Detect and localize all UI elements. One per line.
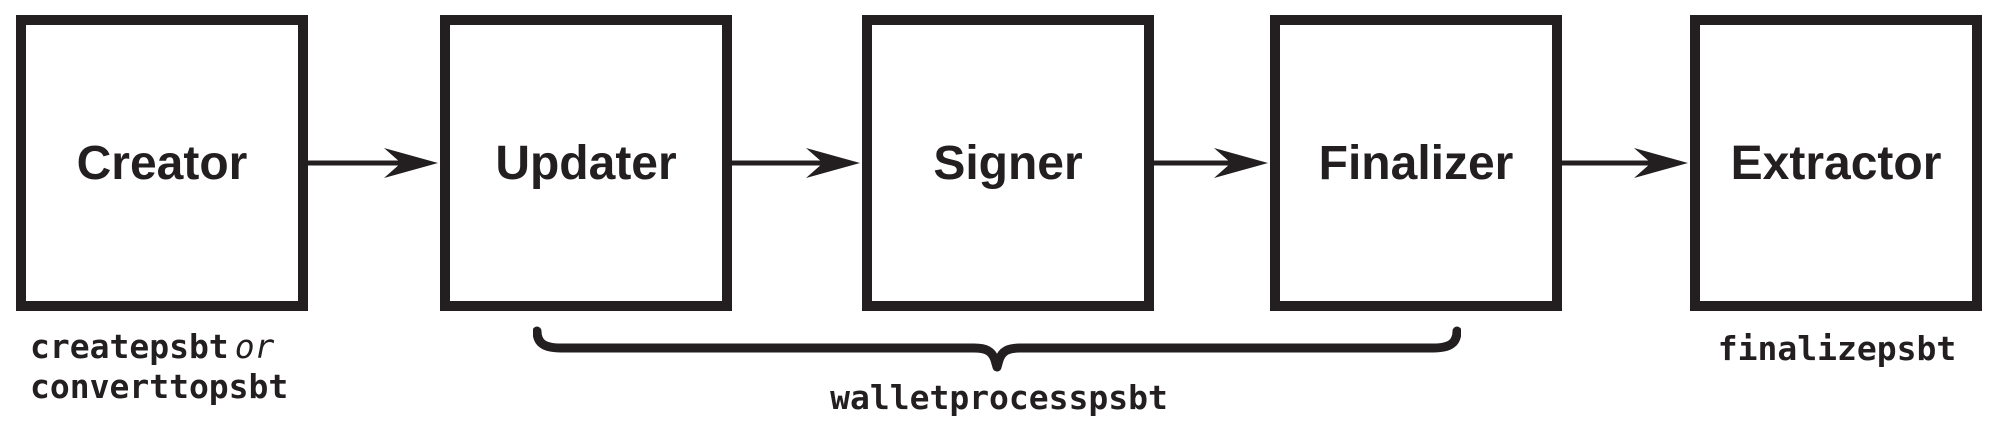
group-underbrace <box>533 326 1461 372</box>
caption-creator-line2: converttopsbt <box>30 367 288 407</box>
flow-arrow-signer-to-finalizer <box>1152 148 1268 178</box>
conjunction-or: or <box>234 327 275 366</box>
box-label-finalizer: Finalizer <box>1318 136 1514 190</box>
box-label-updater: Updater <box>495 136 677 190</box>
flow-arrow-creator-to-updater <box>306 148 438 178</box>
code-converttopsbt: converttopsbt <box>30 367 289 406</box>
diagram-box-updater: Updater <box>440 15 732 311</box>
flow-arrow-finalizer-to-extractor <box>1560 148 1688 178</box>
caption-finalizepsbt: finalizepsbt <box>1717 329 1957 368</box>
diagram-box-extractor: Extractor <box>1690 15 1982 311</box>
box-label-signer: Signer <box>933 136 1083 190</box>
flow-arrow-updater-to-signer <box>730 148 860 178</box>
caption-walletprocesspsbt: walletprocesspsbt <box>830 378 1168 417</box>
box-label-creator: Creator <box>76 136 248 190</box>
diagram-box-signer: Signer <box>862 15 1154 311</box>
diagram-box-finalizer: Finalizer <box>1270 15 1562 311</box>
box-label-extractor: Extractor <box>1730 136 1942 190</box>
diagram-box-creator: Creator <box>16 15 308 311</box>
code-createpsbt: createpsbt <box>30 327 229 366</box>
